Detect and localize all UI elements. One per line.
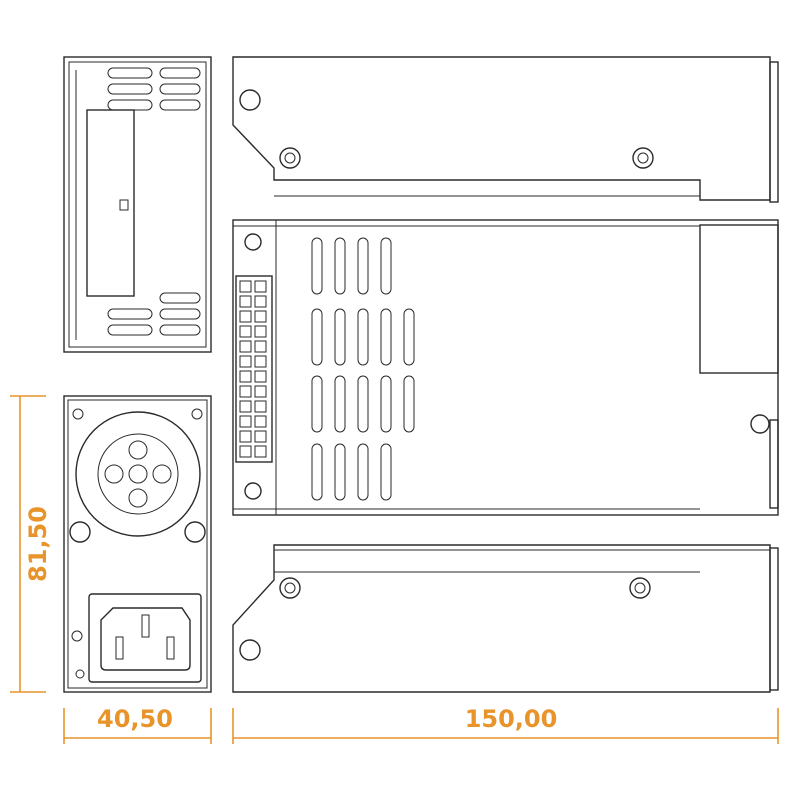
connector-pin: [239, 385, 252, 398]
vent-slot: [311, 443, 323, 501]
vent-slot: [403, 375, 415, 433]
connector-pin: [239, 355, 252, 368]
rear-vents: [107, 67, 201, 336]
connector-pin: [254, 280, 267, 293]
vent-slot: [334, 308, 346, 366]
vent-slot: [334, 237, 346, 295]
screw-hole: [71, 630, 83, 642]
connector-pin: [239, 340, 252, 353]
connector-pin: [254, 400, 267, 413]
connector-pin: [239, 415, 252, 428]
rear-end-view: [63, 56, 212, 353]
iec-power-inlet: [88, 593, 202, 683]
vent-slot: [311, 308, 323, 366]
top-vents: [311, 237, 415, 501]
screw-hole: [184, 521, 206, 543]
vent-slot: [357, 237, 369, 295]
vent-slot: [334, 375, 346, 433]
connector-pin: [254, 355, 267, 368]
top-view: [232, 219, 779, 516]
width-dimension-label: 40,50: [97, 705, 173, 733]
connector-pin: [239, 370, 252, 383]
connector-pin: [254, 325, 267, 338]
connector-pin: [239, 325, 252, 338]
screw-hole: [72, 408, 84, 420]
fan-grille: [75, 411, 201, 537]
connector-pin: [254, 385, 267, 398]
screw-hole: [191, 408, 203, 420]
height-dimension-label: 81,50: [24, 506, 52, 582]
side-view-top: [232, 56, 779, 203]
connector-pin: [254, 415, 267, 428]
vent-slot: [311, 237, 323, 295]
connector-pin: [239, 400, 252, 413]
screw-hole: [69, 521, 91, 543]
vent-slot: [380, 443, 392, 501]
vent-slot: [380, 308, 392, 366]
connector-pin: [254, 340, 267, 353]
vent-slot: [380, 237, 392, 295]
connector-pin: [254, 370, 267, 383]
connector-housing: [235, 275, 273, 463]
dimension-height: 81,50: [10, 395, 52, 693]
dimension-width: 40,50: [63, 705, 212, 744]
vent-slot: [357, 443, 369, 501]
connector-pin: [239, 445, 252, 458]
connector-pin: [254, 310, 267, 323]
length-dimension-label: 150,00: [465, 705, 558, 733]
connector-pin: [239, 280, 252, 293]
connector-pin: [254, 430, 267, 443]
connector-pin: [239, 310, 252, 323]
connector-pin: [254, 295, 267, 308]
front-view: [63, 395, 212, 693]
dimension-length: 150,00: [232, 705, 779, 744]
vent-slot: [357, 308, 369, 366]
side-view-bottom: [232, 544, 779, 693]
screw-hole: [75, 669, 85, 679]
vent-slot: [334, 443, 346, 501]
connector-pin: [239, 430, 252, 443]
vent-slot: [311, 375, 323, 433]
connector-pin: [254, 445, 267, 458]
connector-pin: [239, 295, 252, 308]
vent-slot: [403, 308, 415, 366]
atx-connector: [235, 275, 273, 463]
vent-slot: [357, 375, 369, 433]
vent-slot: [380, 375, 392, 433]
